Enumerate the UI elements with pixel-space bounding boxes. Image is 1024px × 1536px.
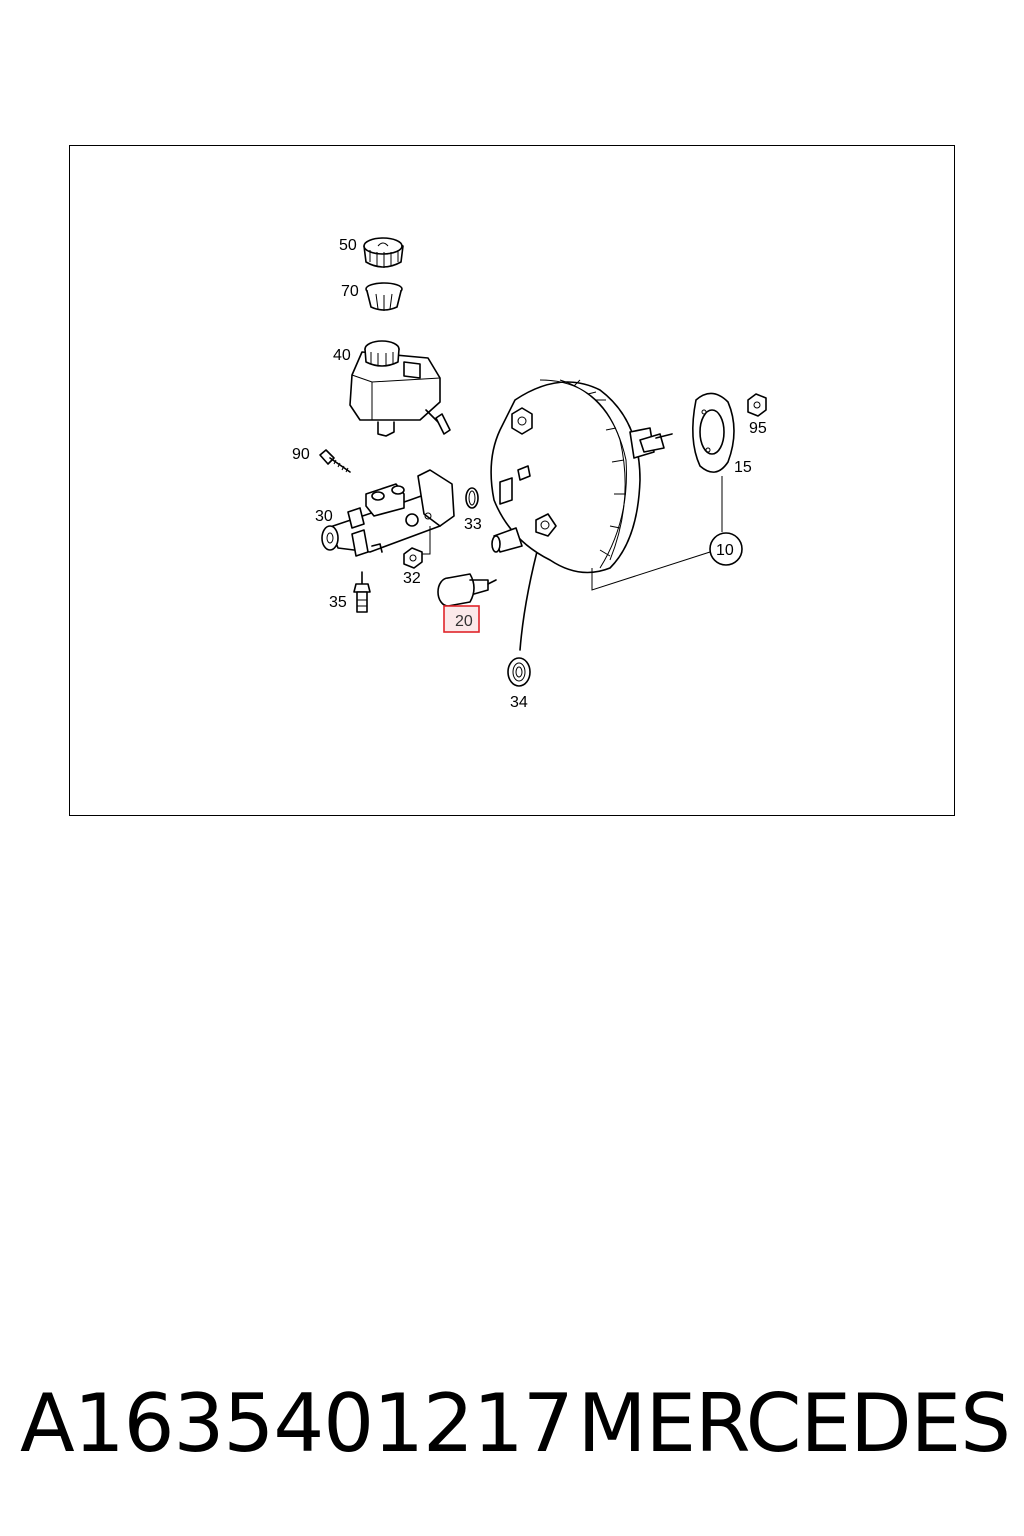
part-70-strainer bbox=[365, 282, 403, 311]
callout-35[interactable]: 35 bbox=[329, 594, 347, 611]
part-number: A1635401217 bbox=[20, 1376, 574, 1470]
brand-name: MERCEDES bbox=[577, 1376, 1011, 1470]
callout-34[interactable]: 34 bbox=[510, 694, 528, 711]
part-30-master-cylinder bbox=[321, 469, 455, 557]
callout-40[interactable]: 40 bbox=[333, 347, 351, 364]
part-95-nut bbox=[747, 393, 767, 417]
part-15-gasket bbox=[692, 392, 735, 532]
callout-10-circle bbox=[709, 532, 743, 566]
callout-90[interactable]: 90 bbox=[292, 446, 310, 463]
part-40-reservoir bbox=[349, 340, 451, 437]
callout-20[interactable]: 20 bbox=[455, 613, 473, 630]
callout-70[interactable]: 70 bbox=[341, 283, 359, 300]
callout-10[interactable]: 10 bbox=[716, 542, 734, 559]
part-35-sensor bbox=[353, 571, 371, 613]
callout-33[interactable]: 33 bbox=[464, 516, 482, 533]
footer-caption: A1635401217 MERCEDES bbox=[20, 1368, 1011, 1478]
leader-arrow-34 bbox=[519, 539, 541, 651]
part-32-nut bbox=[403, 547, 423, 569]
part-50-cap bbox=[363, 237, 404, 268]
part-33-seal bbox=[465, 487, 479, 509]
callout-30[interactable]: 30 bbox=[315, 508, 333, 525]
callout-95[interactable]: 95 bbox=[749, 420, 767, 437]
callout-15[interactable]: 15 bbox=[734, 459, 752, 476]
parts-diagram: 50 70 40 90 30 33 32 35 20 34 10 15 95 bbox=[292, 237, 767, 711]
part-34-grommet bbox=[507, 657, 531, 687]
callout-50[interactable]: 50 bbox=[339, 237, 357, 254]
part-20-component bbox=[437, 573, 497, 607]
callout-32[interactable]: 32 bbox=[403, 570, 421, 587]
part-90-screw bbox=[319, 449, 351, 473]
callout-20-highlight bbox=[443, 605, 480, 633]
part-10-brake-booster bbox=[490, 379, 711, 591]
